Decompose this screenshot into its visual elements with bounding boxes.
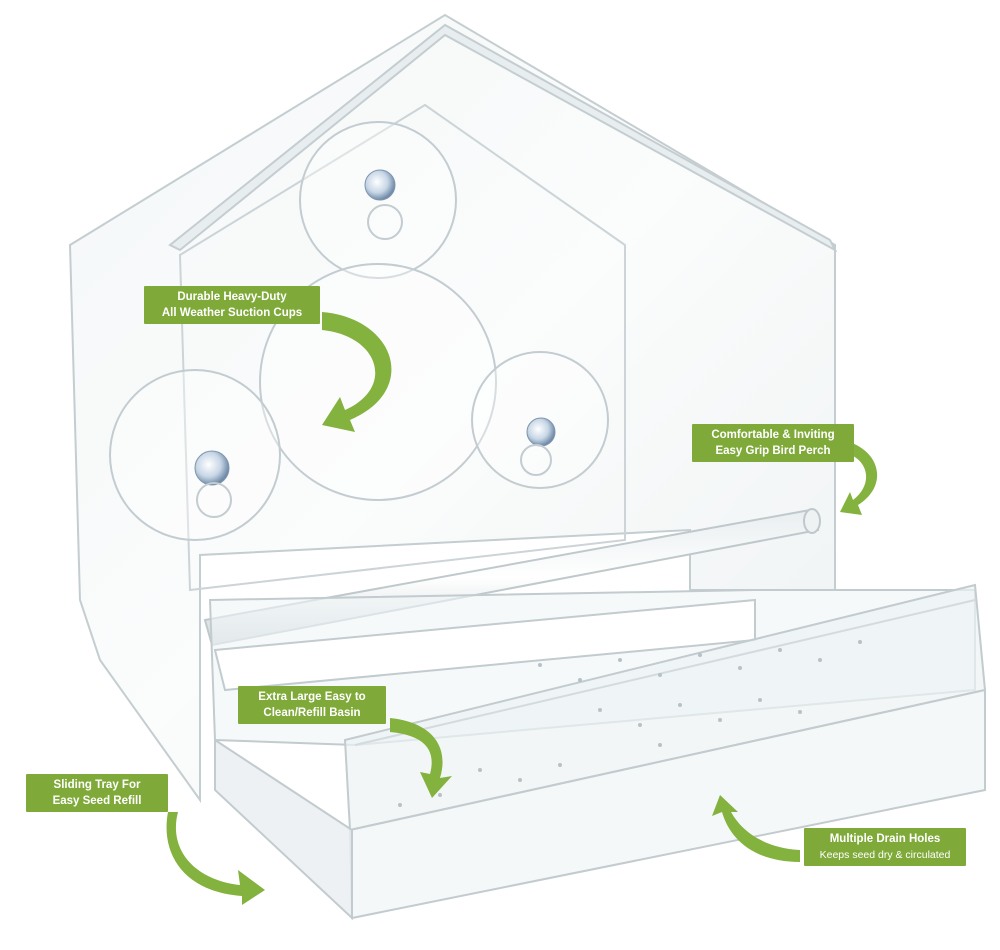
curved-arrow-icon: [166, 312, 878, 905]
callout-sliding-tray-line2: Easy Seed Refill: [52, 795, 142, 807]
callout-drain-holes: Multiple Drain Holes Keeps seed dry & ci…: [804, 828, 966, 866]
callout-basin-line2: Clean/Refill Basin: [263, 707, 361, 719]
suction-cup-icon: [194, 169, 556, 518]
front-panel: [178, 103, 626, 592]
callout-suction-cups-line2: All Weather Suction Cups: [161, 307, 303, 319]
callout-suction-cups-line1: Durable Heavy-Duty: [177, 291, 287, 303]
back-panel: [68, 13, 838, 804]
callout-drain-holes-line2: Keeps seed dry & circulated: [819, 849, 951, 861]
callout-basin-line1: Extra Large Easy to: [258, 691, 366, 703]
callout-suction-cups: Durable Heavy-Duty All Weather Suction C…: [144, 286, 320, 324]
callout-perch: Comfortable & Inviting Easy Grip Bird Pe…: [692, 424, 854, 462]
callout-perch-line2: Easy Grip Bird Perch: [715, 445, 831, 457]
callout-basin: Extra Large Easy to Clean/Refill Basin: [238, 686, 386, 724]
drain-holes: [398, 640, 862, 807]
callout-drain-holes-line1: Multiple Drain Holes: [829, 833, 941, 845]
callout-sliding-tray-line1: Sliding Tray For: [53, 779, 141, 791]
callout-sliding-tray: Sliding Tray For Easy Seed Refill: [26, 774, 168, 812]
callout-perch-line1: Comfortable & Inviting: [711, 429, 835, 441]
seed-tray: [208, 583, 987, 921]
